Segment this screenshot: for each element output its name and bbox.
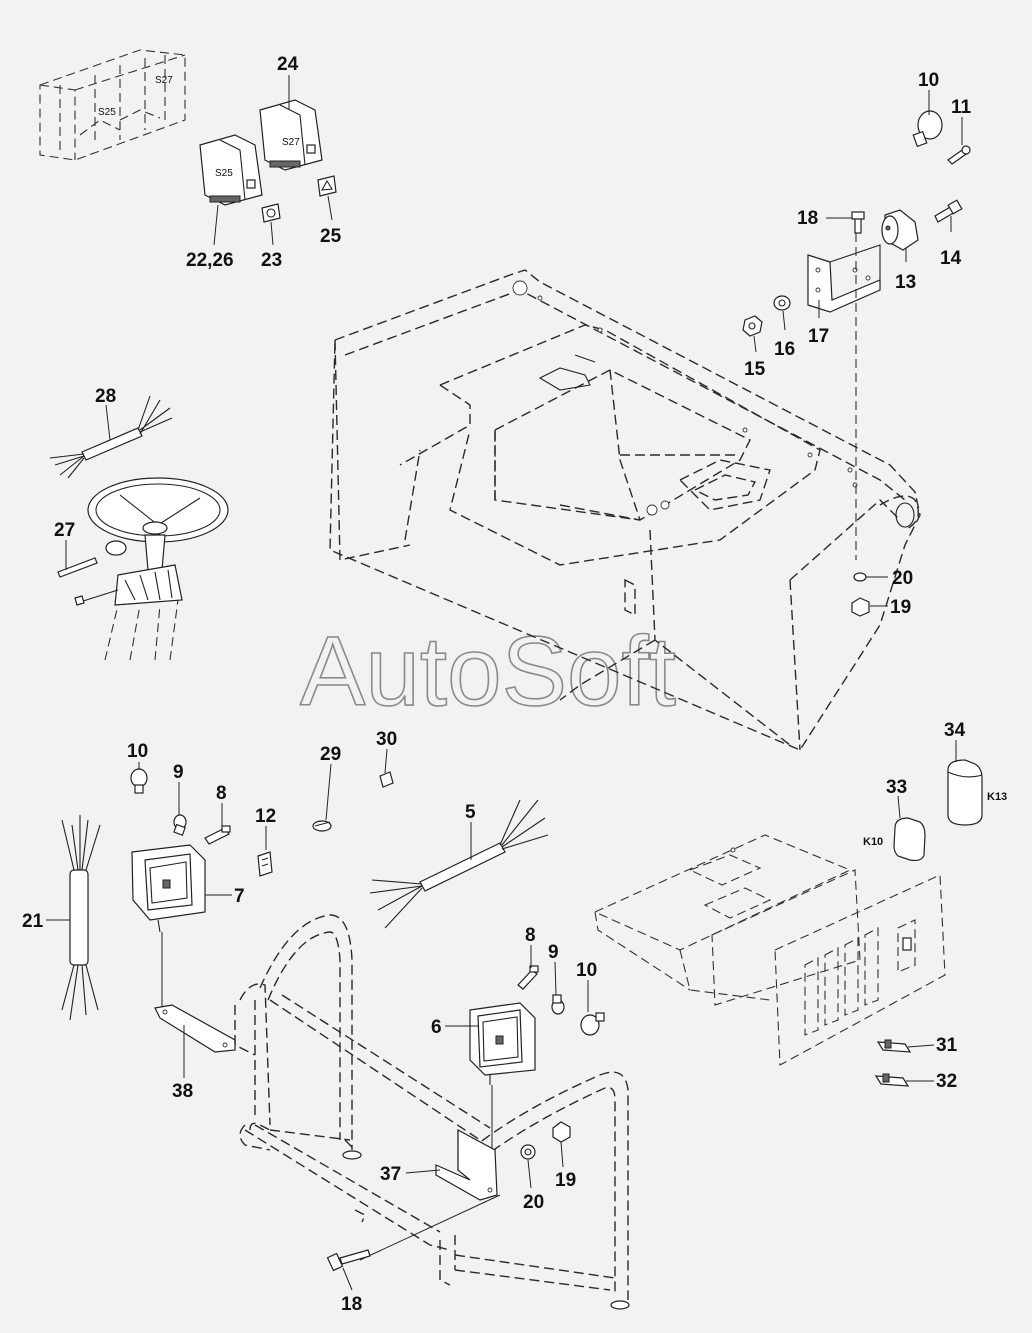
wire-harness-5 — [369, 799, 549, 929]
callout-10-right: 10 — [576, 960, 597, 981]
fuse-relay-plate — [593, 834, 946, 1066]
callout-9-right: 9 — [548, 942, 559, 963]
bracket-37 — [435, 1128, 498, 1201]
callout-31: 31 — [936, 1035, 958, 1056]
callout-20: 20 — [892, 568, 913, 589]
bulb-9-left — [173, 814, 187, 836]
bolt-14 — [934, 199, 963, 223]
relay-k13: K13 — [947, 759, 1007, 826]
bulb-10-right — [580, 1012, 605, 1036]
s27-panel-tag: S27 — [155, 75, 173, 86]
wire-harness-21 — [61, 815, 101, 1021]
wire-harness-28 — [49, 395, 173, 479]
guard-frame — [234, 914, 630, 1310]
bracket-17 — [807, 244, 881, 313]
washer-16 — [773, 295, 791, 311]
rocker-switch-s25: S25 — [199, 134, 263, 206]
callout-32: 32 — [936, 1071, 957, 1092]
callout-33: 33 — [886, 777, 907, 798]
switch-panel: S25 S27 — [39, 49, 186, 161]
rocker-switch-s27: S27 — [259, 99, 323, 171]
switch-symbol-cap-25 — [317, 175, 337, 197]
callout-25: 25 — [320, 226, 342, 247]
bolt-18-top — [851, 211, 865, 234]
bulb-8-right — [517, 965, 539, 990]
callout-8-right: 8 — [525, 925, 536, 946]
callout-18-bottom: 18 — [341, 1294, 362, 1315]
callout-16: 16 — [774, 339, 795, 360]
callout-27: 27 — [54, 520, 75, 541]
callout-11: 11 — [951, 97, 972, 118]
nut-19-bottom — [552, 1121, 571, 1143]
pin-11 — [947, 145, 971, 165]
callout-18: 18 — [797, 208, 818, 229]
switch-symbol-cap-23 — [261, 203, 281, 223]
ignition-key-27 — [57, 540, 127, 606]
k13-tag: K13 — [987, 791, 1007, 803]
callout-10-left: 10 — [127, 741, 148, 762]
work-lamp-7 — [131, 844, 206, 933]
callout-10: 10 — [918, 70, 939, 91]
k10-tag: K10 — [863, 836, 883, 848]
callout-13: 13 — [895, 272, 916, 293]
callout-22-26: 22,26 — [186, 250, 234, 271]
washer-20-bottom — [520, 1144, 536, 1160]
nut-15 — [742, 315, 763, 337]
callout-24: 24 — [277, 54, 299, 75]
fuse-32 — [874, 1073, 910, 1087]
washer-20-top — [853, 572, 867, 582]
callout-20-bottom: 20 — [523, 1192, 544, 1213]
callout-37: 37 — [380, 1164, 401, 1185]
callout-19-bottom: 19 — [555, 1170, 576, 1191]
machine-body-frame — [329, 269, 921, 751]
leader-lines — [46, 75, 963, 1291]
bolt18-axis-line — [359, 1194, 501, 1261]
callout-7: 7 — [234, 886, 245, 907]
s27-switch-tag: S27 — [282, 137, 300, 148]
s25-panel-tag: S25 — [98, 107, 116, 118]
relay-k10: K10 — [863, 817, 926, 862]
callout-23: 23 — [261, 250, 282, 271]
callout-14: 14 — [940, 248, 962, 269]
bulb-10-left — [130, 768, 148, 794]
callout-30: 30 — [376, 729, 397, 750]
callout-12: 12 — [255, 806, 276, 827]
callout-6: 6 — [431, 1017, 442, 1038]
callout-29: 29 — [320, 744, 341, 765]
work-lamp-6 — [469, 1002, 536, 1085]
callout-9-left: 9 — [173, 762, 184, 783]
callout-17: 17 — [808, 326, 829, 347]
bulb-10-top — [912, 110, 943, 148]
callout-19: 19 — [890, 597, 911, 618]
callout-numbers: 24 10 11 18 14 13 17 16 15 22,26 23 25 2… — [22, 54, 972, 1315]
callout-28: 28 — [95, 386, 116, 407]
clip-29 — [312, 820, 332, 832]
bracket-38 — [154, 1004, 236, 1053]
knob-13 — [881, 209, 919, 251]
callout-15: 15 — [744, 359, 766, 380]
steering-column — [87, 477, 229, 661]
bulb-8-left — [204, 825, 231, 845]
s25-switch-tag: S25 — [215, 168, 233, 179]
callout-8-left: 8 — [216, 783, 227, 804]
callout-38: 38 — [172, 1081, 193, 1102]
nut-19-top — [851, 597, 870, 617]
bolt-18-bottom — [326, 1249, 371, 1272]
callout-5: 5 — [465, 802, 476, 823]
callout-34: 34 — [944, 720, 966, 741]
callout-21: 21 — [22, 911, 44, 932]
clip-30 — [379, 771, 394, 788]
fuse-31 — [876, 1039, 912, 1053]
connector-12 — [257, 851, 273, 877]
bulb-9-right — [551, 994, 565, 1015]
watermark-text: AutoSoft — [300, 616, 676, 726]
